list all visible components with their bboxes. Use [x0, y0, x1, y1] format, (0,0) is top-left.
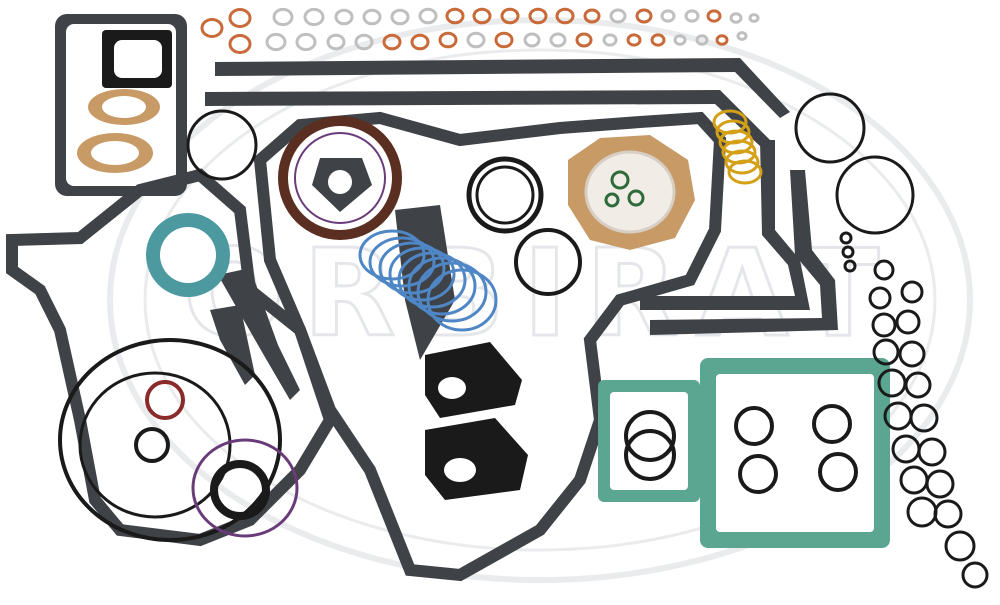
washer: [438, 31, 458, 49]
washer: [418, 7, 438, 25]
small-oring: [961, 561, 989, 589]
front-cover-gasket: [253, 111, 727, 582]
washer: [650, 33, 666, 47]
washer: [295, 32, 317, 52]
washer: [326, 33, 346, 51]
washer: [200, 18, 224, 38]
washer: [748, 13, 760, 23]
washer: [528, 7, 548, 25]
washer: [472, 7, 492, 25]
washer: [334, 8, 354, 26]
small-oring: [917, 437, 947, 467]
washer: [410, 33, 430, 51]
rubber-pads: [425, 342, 528, 500]
copper-ring-stack: [712, 109, 763, 185]
small-oring: [904, 371, 932, 399]
washer: [684, 9, 700, 23]
washer: [555, 7, 575, 25]
washer: [466, 31, 486, 49]
washer: [729, 12, 743, 24]
washer-rows: [200, 7, 760, 54]
small-oring: [895, 309, 921, 335]
washer: [445, 7, 465, 25]
washer: [390, 8, 410, 26]
small-oring: [873, 259, 895, 281]
washer: [549, 32, 567, 48]
washer: [228, 8, 252, 28]
small-oring: [841, 245, 855, 259]
small-oring: [872, 338, 900, 366]
small-oring: [843, 259, 857, 273]
blue-oring-stack: [358, 229, 498, 332]
oil-pan-strips-top: [205, 58, 790, 146]
washer: [602, 33, 618, 47]
small-oring-column: [839, 231, 989, 589]
washer: [354, 33, 374, 51]
small-oring: [839, 231, 853, 245]
small-oring: [891, 434, 921, 464]
washer: [736, 31, 748, 41]
small-oring: [883, 401, 913, 431]
washer: [575, 32, 593, 48]
green-gasket-large: [700, 358, 890, 548]
washer: [673, 34, 687, 46]
crankshaft-seal: [278, 116, 402, 240]
washer: [303, 7, 325, 27]
small-oring: [877, 368, 907, 398]
washer: [494, 31, 514, 49]
washer: [609, 8, 627, 24]
small-oring: [906, 496, 938, 528]
washer: [660, 9, 676, 23]
black-orings-center: [466, 156, 582, 296]
timing-cover-gasket: [6, 168, 337, 547]
small-oring: [925, 469, 955, 499]
teal-flange-gasket: [146, 213, 230, 297]
washer: [500, 7, 520, 25]
washer: [265, 32, 287, 52]
washer: [626, 33, 642, 47]
small-oring: [868, 286, 892, 310]
washer: [362, 8, 382, 26]
washer: [715, 34, 729, 46]
washer: [523, 32, 541, 48]
washer: [635, 8, 653, 24]
washer: [695, 34, 709, 46]
washer: [382, 33, 402, 51]
washer: [228, 34, 252, 54]
washer: [272, 7, 294, 27]
green-gasket-small: [598, 380, 700, 502]
oil-pan-strips-right: [640, 140, 838, 335]
small-oring: [900, 280, 924, 304]
washer: [706, 9, 722, 23]
large-thin-orings-right: [186, 92, 915, 235]
small-oring: [944, 530, 976, 562]
washer: [583, 8, 601, 24]
small-oring: [871, 312, 897, 338]
manifold-gasket: [55, 14, 187, 196]
large-orings-bottom-left: [58, 338, 299, 542]
small-oring: [899, 465, 929, 495]
small-oring: [898, 340, 926, 368]
rear-cover-gasket: [568, 135, 695, 250]
small-oring: [933, 499, 963, 529]
